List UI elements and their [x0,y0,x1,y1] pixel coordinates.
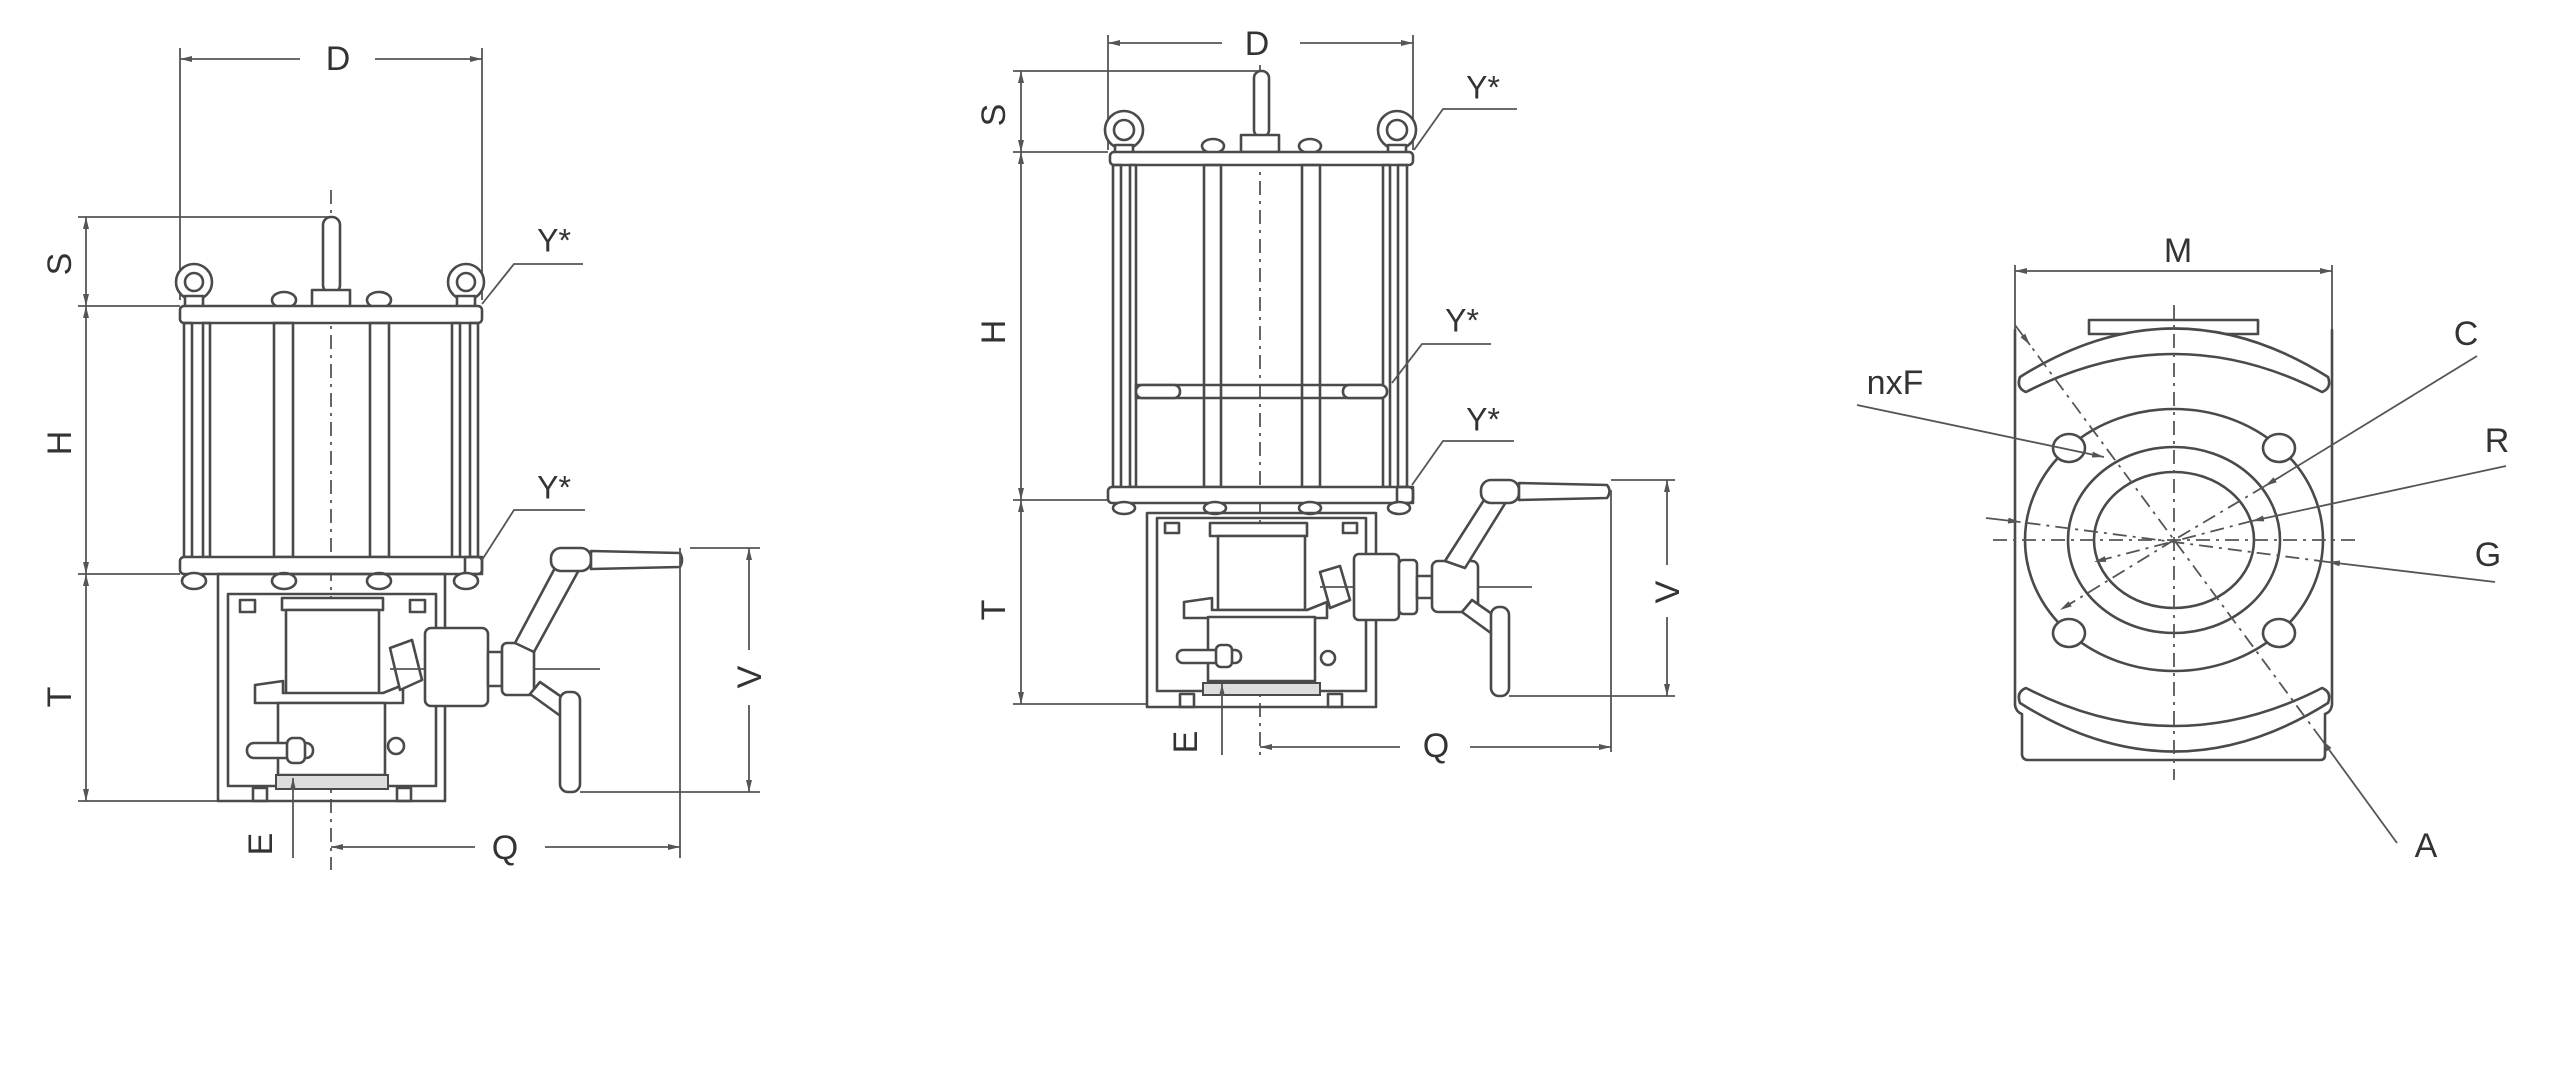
label-g: G [2475,536,2501,574]
dimension-label-h: H [975,320,1013,345]
dimension-label-d: D [326,40,351,78]
gearbox [1145,511,1378,709]
crank-handle [589,549,684,571]
dimension-label-v: V [1649,580,1687,603]
label-a: A [2415,827,2438,865]
label-c: C [2454,315,2479,353]
dimension-label-q: Q [1423,727,1449,765]
dimension-q: Q [1260,490,1612,765]
actuator-view-tandem: D S H T [975,25,1687,765]
dimension-m: M [2014,232,2333,330]
dimension-q: Q [331,548,681,867]
wheel-rim [1489,605,1511,698]
bolt-hole [2261,617,2297,649]
leader-y-top: Y* [1413,69,1517,151]
leader-y-bottom: Y* [481,469,585,561]
top-plate [178,304,484,325]
flange-body [2013,318,2334,762]
leader-y-middle: Y* [1391,302,1491,384]
label-y-top: Y* [537,222,571,258]
dimension-label-h: H [41,431,79,456]
gear-flange [1352,552,1401,622]
dimension-label-e: E [242,833,280,856]
dimension-label-s: S [41,253,79,276]
label-r: R [2485,422,2510,460]
dimension-label-m: M [2164,232,2192,270]
leader-g: G [1985,517,2501,583]
handwheel [390,546,684,794]
dimension-label-q: Q [492,829,518,867]
label-y-bottom: Y* [1466,401,1500,437]
piston-stem [321,215,342,295]
label-y-top: Y* [1466,69,1500,105]
label-y-bottom: Y* [537,469,571,505]
gearbox [216,572,447,803]
dimension-v: V [1509,479,1687,697]
handwheel [1320,478,1611,698]
dimension-label-e: E [1167,731,1205,754]
label-y-middle: Y* [1445,302,1479,338]
cylinder [1103,69,1418,516]
leader-a: A [2014,324,2438,865]
stem-nut [310,288,352,309]
leader-y-top: Y* [481,222,583,305]
top-slot [2017,327,2331,394]
top-plate [1108,150,1415,167]
leader-nxf: nxF [1856,364,2105,458]
bottom-plate [1106,485,1415,505]
dimension-label-s: S [975,104,1013,127]
bottom-plate [178,555,484,576]
dimension-s-h-t: S H T [975,70,1262,705]
eye-bolt [1103,109,1145,151]
stem-nut [1239,133,1281,154]
leader-r: R [2093,422,2510,563]
dimension-d: D [179,40,483,300]
cylinder [174,215,486,591]
dimension-label-d: D [1245,25,1270,63]
dimension-label-v: V [731,665,769,688]
leader-c: C [2059,315,2479,611]
bolt-hole [2051,617,2087,649]
eye-bolt [1376,109,1418,151]
label-nxf: nxF [1867,364,1924,402]
leader-y-bottom: Y* [1411,401,1514,486]
piston-stem [1252,69,1271,139]
bolt-hole [2261,432,2297,464]
dimension-label-t: T [41,687,79,708]
crank-handle [1517,481,1611,502]
dimension-label-t: T [975,600,1013,621]
dimension-v: V [580,547,769,793]
flange-view: M nxF C R [1856,232,2510,865]
eye-bolt [174,262,214,302]
gear-flange [423,626,490,708]
actuator-view-short: D S H T [41,40,769,870]
dimension-s-h-t: S H T [41,216,335,802]
dimension-e: E [242,778,296,858]
dimension-e: E [1167,684,1225,755]
eye-bolt [446,262,486,302]
bottom-slot [2017,686,2331,753]
wheel-rim [558,690,582,794]
bolt-hole [2051,432,2087,464]
